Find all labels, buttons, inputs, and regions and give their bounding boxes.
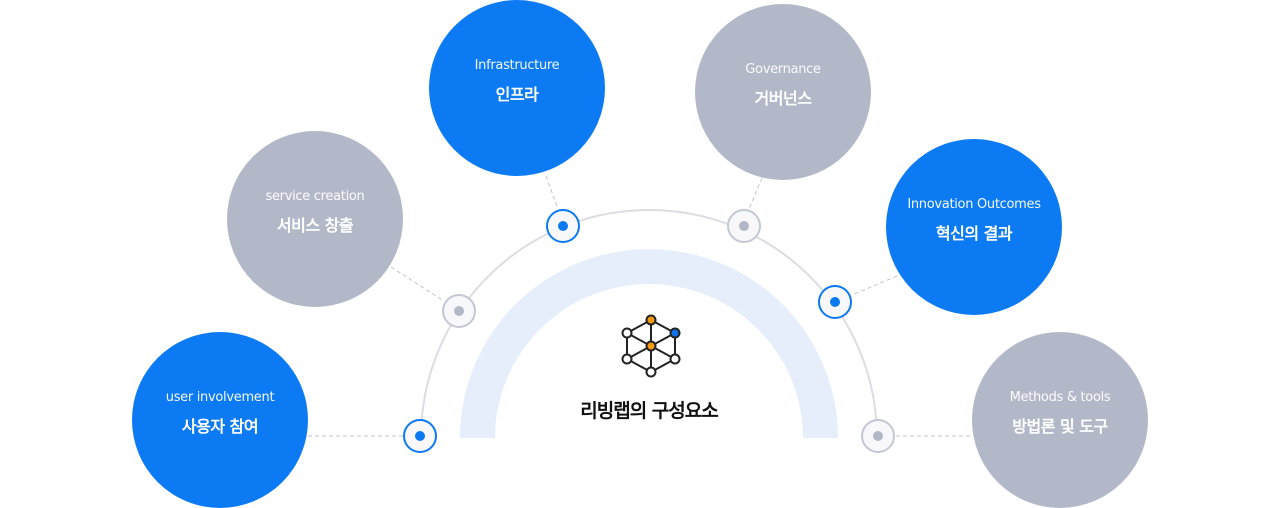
connector-infrastructure <box>545 175 559 210</box>
node-dot <box>558 221 568 231</box>
component-ko-label: 사용자 참여 <box>181 416 259 436</box>
component-en-label: service creation <box>265 188 365 204</box>
node-dot <box>739 221 749 231</box>
component-en-label: Methods & tools <box>1009 389 1111 405</box>
outer-arc <box>420 209 878 439</box>
node-innovation-outcomes[interactable] <box>818 285 852 319</box>
connector-innovation-outcomes <box>851 275 898 296</box>
component-user-involvement[interactable]: user involvement 사용자 참여 <box>132 332 308 508</box>
node-governance[interactable] <box>727 209 761 243</box>
component-en-label: Infrastructure <box>474 57 560 73</box>
diagram-title: 리빙랩의 구성요소 <box>580 400 718 422</box>
node-dot <box>415 431 425 441</box>
component-en-label: user involvement <box>165 389 275 405</box>
component-ko-label: 서비스 창출 <box>276 215 354 235</box>
component-infrastructure[interactable]: Infrastructure 인프라 <box>429 0 605 176</box>
node-dot <box>830 297 840 307</box>
node-dot <box>454 306 464 316</box>
connector-governance <box>748 177 763 210</box>
inner-band <box>460 249 838 438</box>
component-ko-label: 혁신의 결과 <box>935 223 1013 243</box>
component-governance[interactable]: Governance 거버넌스 <box>695 4 871 180</box>
component-service-creation[interactable]: service creation 서비스 창출 <box>227 131 403 307</box>
component-ko-label: 인프라 <box>495 84 539 104</box>
component-en-label: Innovation Outcomes <box>907 196 1041 212</box>
node-dot <box>873 431 883 441</box>
node-service-creation[interactable] <box>442 294 476 328</box>
connector-service-creation <box>390 266 445 302</box>
node-infrastructure[interactable] <box>546 209 580 243</box>
component-ko-label: 거버넌스 <box>754 88 812 108</box>
network-cube-icon <box>621 314 681 378</box>
component-en-label: Governance <box>745 61 821 77</box>
component-ko-label: 방법론 및 도구 <box>1012 416 1108 436</box>
node-user-involvement[interactable] <box>403 419 437 453</box>
node-methods-tools[interactable] <box>861 419 895 453</box>
component-innovation-outcomes[interactable]: Innovation Outcomes 혁신의 결과 <box>886 139 1062 315</box>
component-methods-tools[interactable]: Methods & tools 방법론 및 도구 <box>972 332 1148 508</box>
